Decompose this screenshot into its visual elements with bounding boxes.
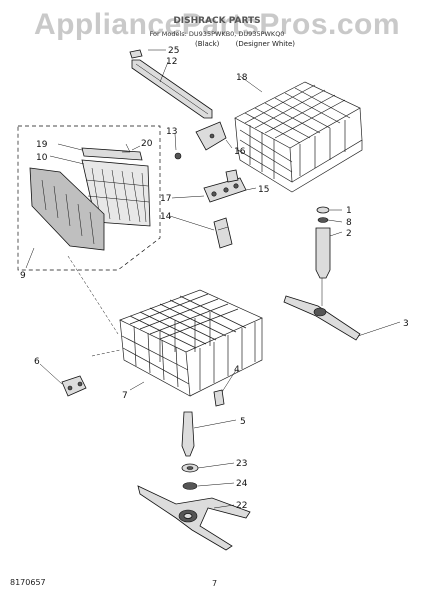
part-8-seal[interactable] (317, 217, 329, 223)
part-12-rack-track[interactable] (131, 59, 213, 119)
part-17-clip[interactable] (225, 169, 239, 183)
callout-15: 15 (258, 185, 269, 195)
variant-white: (Designer White) (235, 40, 296, 48)
callout-12: 12 (166, 57, 177, 67)
callout-14: 14 (160, 212, 172, 222)
callout-19: 19 (36, 140, 48, 150)
part-3-upper-spray-arm[interactable] (283, 278, 361, 341)
part-25-end-cap[interactable] (129, 49, 143, 59)
model-numbers: For Models: DU935PWKB0, DU935PWKQ0 (149, 30, 285, 38)
part-2-spray-tube[interactable] (315, 227, 331, 279)
callout-18: 18 (236, 73, 248, 83)
callout-22: 22 (236, 501, 247, 511)
part-18-upper-rack[interactable] (234, 81, 363, 193)
document-number: 8170657 (10, 578, 46, 587)
part-14-latch[interactable] (213, 217, 233, 249)
part-9-tine-assembly-box[interactable] (17, 125, 161, 271)
part-9-tine-holder[interactable] (29, 167, 105, 251)
callout-10: 10 (36, 153, 48, 163)
callout-13: 13 (166, 127, 177, 137)
color-variants: (Black) (Designer White) (195, 40, 309, 48)
callout-2: 2 (346, 229, 352, 239)
part-22-lower-spray-arm[interactable] (137, 485, 251, 551)
part-6-rack-wheel[interactable] (61, 375, 87, 397)
callout-25: 25 (168, 46, 179, 56)
callout-7: 7 (122, 391, 128, 401)
part-4-connector[interactable] (213, 389, 225, 407)
callout-9: 9 (20, 271, 26, 281)
callout-labels: 25 12 18 13 16 17 15 14 19 20 10 9 6 7 4… (20, 46, 409, 511)
page-number: 7 (212, 579, 218, 588)
part-15-adjuster[interactable] (203, 177, 247, 203)
part-20-clip[interactable] (122, 143, 131, 153)
callout-20: 20 (141, 139, 153, 149)
part-1-cap[interactable] (316, 206, 330, 214)
callout-1: 1 (346, 206, 352, 216)
diagram-title: DISHRACK PARTS (173, 16, 261, 26)
part-24-washer[interactable] (182, 482, 198, 490)
part-16-bracket[interactable] (195, 121, 227, 151)
callout-6: 6 (34, 357, 40, 367)
part-7-lower-rack[interactable] (119, 289, 263, 397)
callout-24: 24 (236, 479, 248, 489)
callout-16: 16 (234, 147, 246, 157)
part-13-screw[interactable] (174, 152, 182, 160)
part-19-tine-row[interactable] (81, 147, 143, 161)
callout-8: 8 (346, 218, 352, 228)
callout-23: 23 (236, 459, 247, 469)
part-5-spray-tube[interactable] (181, 411, 195, 457)
watermark: AppliancePartsPros.com (33, 8, 401, 41)
callout-3: 3 (403, 319, 409, 329)
part-23-washer[interactable] (181, 463, 199, 473)
callout-4: 4 (234, 365, 240, 375)
callout-5: 5 (240, 417, 246, 427)
callout-17: 17 (160, 194, 171, 204)
variant-black: (Black) (195, 40, 220, 48)
leader-lines (25, 49, 401, 509)
